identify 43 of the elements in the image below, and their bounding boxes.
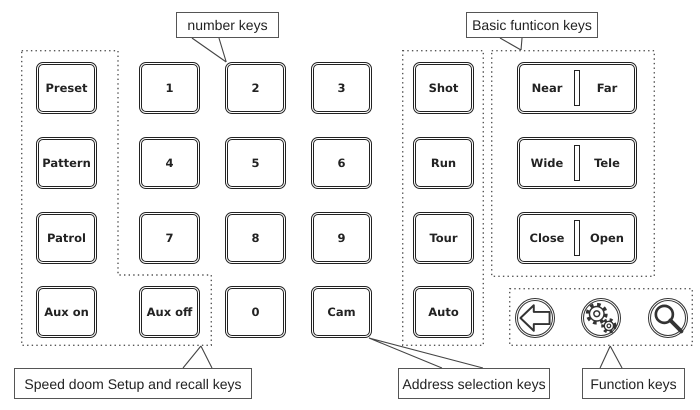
callout-label: Function keys xyxy=(582,368,685,399)
keypad-key: 7 xyxy=(139,212,200,264)
callout-pointer xyxy=(600,345,623,369)
keypad-key: Cam xyxy=(311,286,372,338)
keypad-key: Run xyxy=(413,137,474,189)
callout-label: number keys xyxy=(176,12,279,38)
keypad-key: 3 xyxy=(311,62,372,114)
keypad-key: 5 xyxy=(225,137,286,189)
keypad-key: 8 xyxy=(225,212,286,264)
key-label: Far xyxy=(596,81,618,95)
keypad-key: Shot xyxy=(413,62,474,114)
keypad-key: Preset xyxy=(36,62,97,114)
key-label: Near xyxy=(530,81,564,95)
keypad-key: 6 xyxy=(311,137,372,189)
callout-pointer xyxy=(368,337,484,369)
key-label: Open xyxy=(589,231,625,245)
key-label: Tele xyxy=(593,156,621,170)
keypad-key: Tour xyxy=(413,212,474,264)
callout-label: Basic funticon keys xyxy=(466,12,598,38)
key-group-outline xyxy=(402,50,484,346)
callout-label: Speed doom Setup and recall keys xyxy=(14,368,252,399)
keypad-key: 4 xyxy=(139,137,200,189)
keypad-key: Pattern xyxy=(36,137,97,189)
keypad-key: Auto xyxy=(413,286,474,338)
keypad-key: Aux on xyxy=(36,286,97,338)
keypad-key: 1 xyxy=(139,62,200,114)
keypad-key: 0 xyxy=(225,286,286,338)
keypad-key: 9 xyxy=(311,212,372,264)
key-group-outline xyxy=(509,288,693,346)
keypad-key: Aux off xyxy=(139,286,200,338)
keypad-key: 2 xyxy=(225,62,286,114)
keypad-key xyxy=(517,212,637,264)
keypad-key xyxy=(517,137,637,189)
key-label: Wide xyxy=(530,156,564,170)
key-group-outline xyxy=(491,50,655,277)
keypad-key: Patrol xyxy=(36,212,97,264)
keypad-key xyxy=(517,62,637,114)
callout-label: Address selection keys xyxy=(398,368,550,399)
callout-pointer xyxy=(191,37,227,63)
callout-pointer xyxy=(499,37,523,51)
key-group-outline xyxy=(21,50,212,346)
key-label: Close xyxy=(528,231,566,245)
callout-pointer xyxy=(182,345,213,369)
